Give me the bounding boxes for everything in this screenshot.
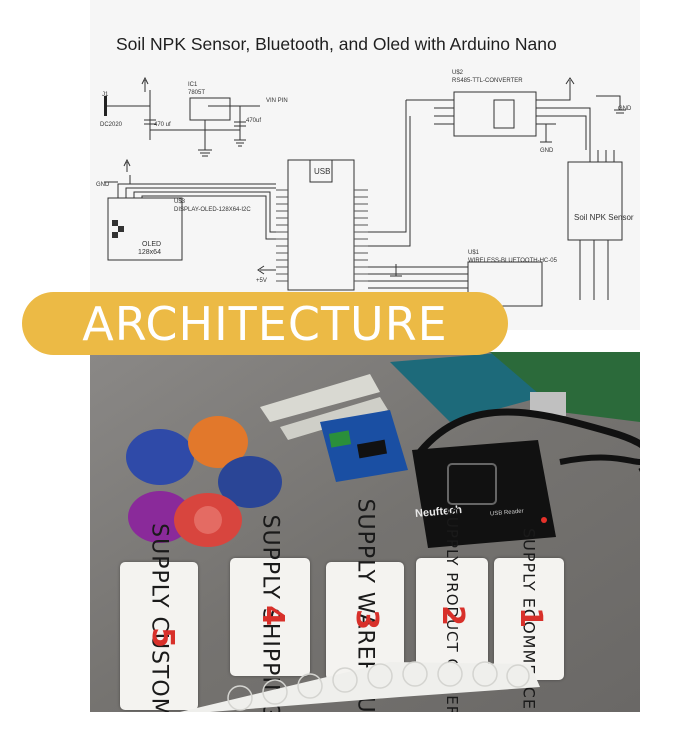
label-rs485-name: RS485-TTL-CONVERTER bbox=[452, 78, 523, 84]
architecture-banner: ARCHITECTURE bbox=[22, 292, 508, 355]
rfid-key-fobs bbox=[126, 416, 282, 547]
rfid-card-product-orders: SUPPLY PRODUCT ORDERS 2 bbox=[416, 506, 488, 712]
schematic-title: Soil NPK Sensor, Bluetooth, and Oled wit… bbox=[116, 34, 557, 54]
label-vin-pin: VIN PIN bbox=[266, 98, 288, 104]
usb-rfid-reader bbox=[412, 440, 556, 548]
soil-probe bbox=[260, 374, 388, 440]
label-gnd-rs485: GND bbox=[540, 148, 554, 154]
label-gnd-oled: GND bbox=[96, 182, 110, 188]
timer-module bbox=[320, 410, 408, 482]
label-oled-name: DISPLAY-OLED-128X64-I2C bbox=[174, 207, 251, 213]
label-cap2: 470uf bbox=[246, 118, 261, 124]
arduino-board bbox=[390, 352, 640, 422]
label-dc-jack: DC2020 bbox=[100, 122, 123, 128]
label-oled: OLED bbox=[142, 241, 161, 248]
label-rs485-part: U$2 bbox=[452, 70, 464, 76]
hardware-photo: Neuftech USB Reader SUPPLY CUSTOMER 5 SU… bbox=[90, 352, 640, 712]
circuit-schematic: Soil NPK Sensor, Bluetooth, and Oled wit… bbox=[90, 0, 640, 330]
label-oled-size: 128x64 bbox=[138, 249, 161, 256]
label-oled-part: U$3 bbox=[174, 199, 186, 205]
label-j1: J1 bbox=[102, 92, 109, 98]
label-plus5v: +5V bbox=[256, 278, 267, 284]
banner-title: ARCHITECTURE bbox=[82, 296, 448, 351]
rfid-card-customer: SUPPLY CUSTOMER 5 bbox=[120, 523, 198, 712]
rfid-card-warehouse: SUPPLY WAREHOUSE 3 bbox=[326, 499, 404, 712]
label-bt-name: WIRELESS-BLUETOOTH-HC-05 bbox=[468, 258, 558, 264]
schematic-drawing: J1 DC2020 IC1 7805T 470 uf 470uf VIN PIN… bbox=[96, 70, 634, 307]
label-sensor: Soil NPK Sensor bbox=[574, 213, 634, 222]
rfid-card-shipping: SUPPLY SHIPPING 4 bbox=[230, 515, 310, 712]
label-gnd-sensor: GND bbox=[618, 106, 632, 112]
label-7805: 7805T bbox=[188, 90, 205, 96]
label-cap1: 470 uf bbox=[154, 122, 171, 128]
label-bt-part: U$1 bbox=[468, 250, 480, 256]
nfc-sticker-roll bbox=[180, 661, 540, 712]
label-usb: USB bbox=[314, 167, 330, 176]
rfid-card-ecommerce: SUPPLY ECOMMERCE 1 bbox=[494, 528, 564, 710]
label-ic1: IC1 bbox=[188, 82, 198, 88]
cable bbox=[417, 408, 640, 472]
